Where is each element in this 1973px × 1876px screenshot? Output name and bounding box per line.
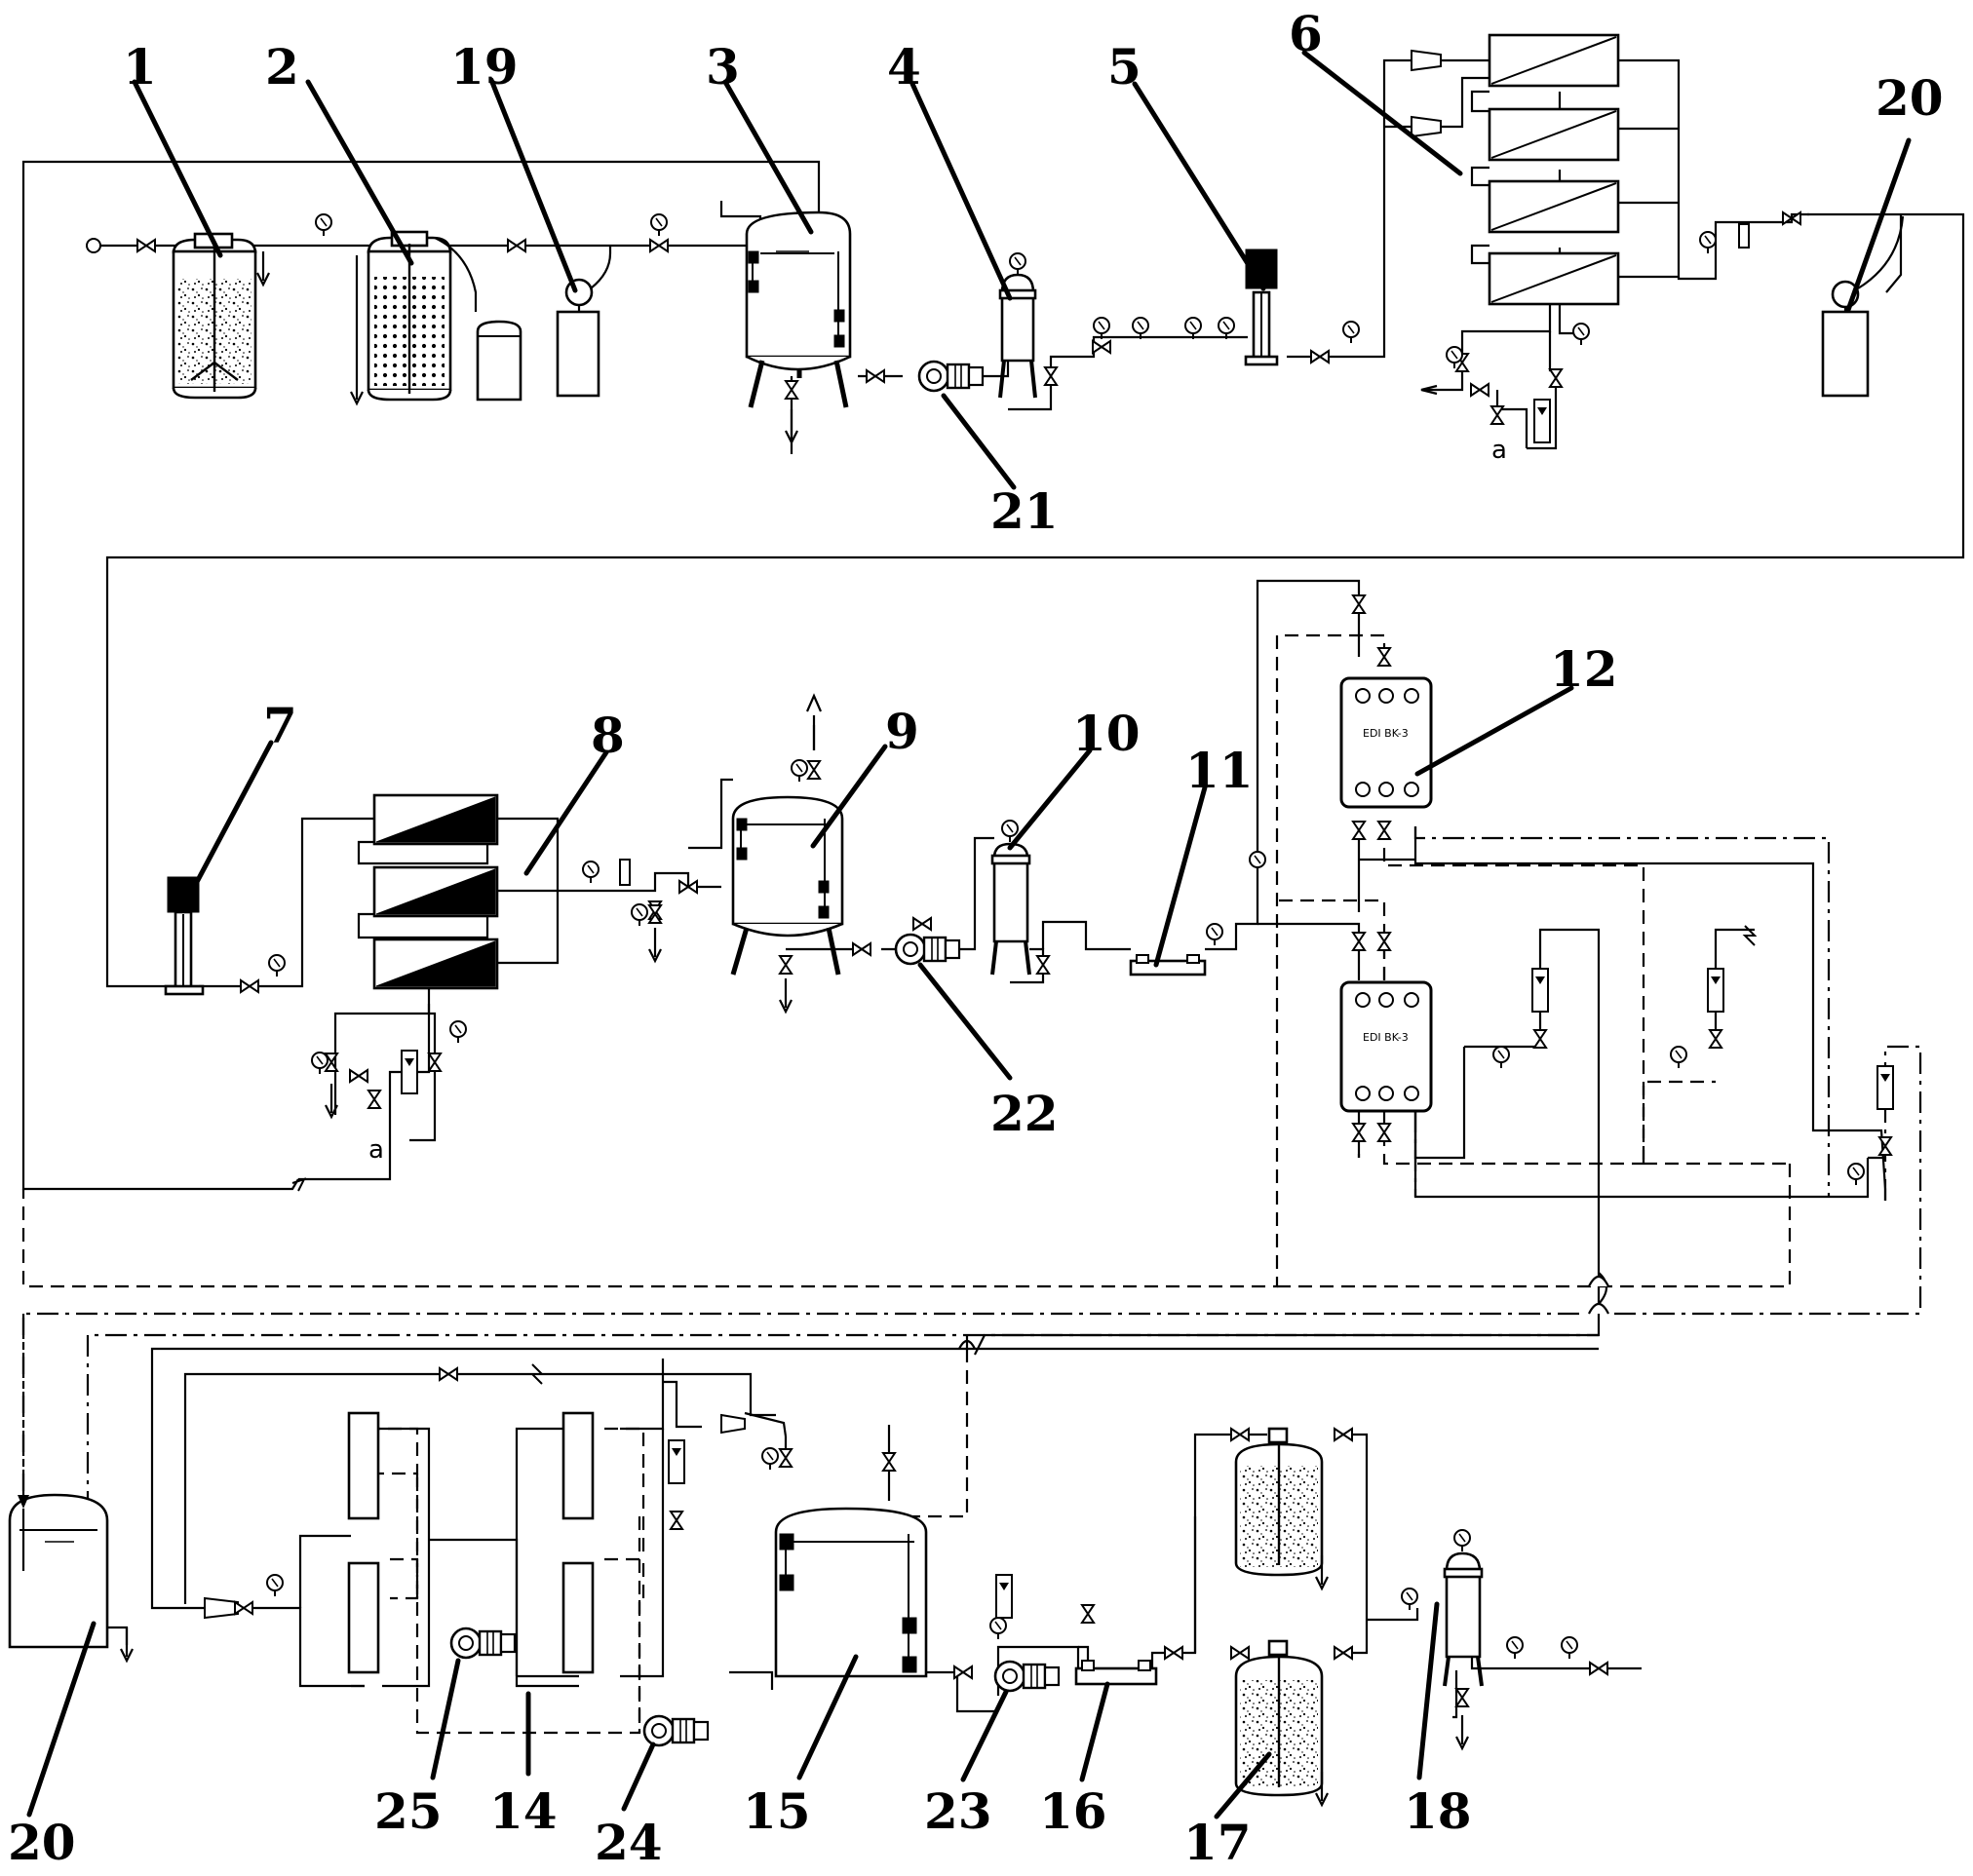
row2-pipes — [199, 579, 1887, 1356]
ro-unit-6 — [1411, 33, 1620, 443]
softener-tank-1 — [172, 232, 271, 400]
high-pressure-pump-5 — [1244, 249, 1279, 366]
label-a-mid: a — [368, 1135, 384, 1165]
label-24: 24 — [595, 1814, 663, 1871]
edi-stack-12-upper: EDI BK-3 — [1339, 676, 1433, 809]
label-5: 5 — [1107, 38, 1141, 96]
label-22: 22 — [990, 1085, 1059, 1142]
label-14: 14 — [489, 1782, 558, 1840]
storage-tank-20-lower — [8, 1493, 135, 1663]
label-17: 17 — [1183, 1814, 1252, 1871]
pump-21 — [917, 360, 985, 393]
cartridge-filter-10 — [990, 820, 1031, 976]
label-20-top: 20 — [1876, 69, 1944, 127]
row2-dashed-lines — [21, 633, 1922, 1579]
polishing-tank-17-upper — [1234, 1427, 1330, 1590]
label-16: 16 — [1039, 1782, 1107, 1840]
label-15: 15 — [743, 1782, 811, 1840]
label-20-bottom: 20 — [8, 1814, 76, 1871]
label-8: 8 — [591, 707, 625, 764]
label-6: 6 — [1289, 5, 1323, 62]
leader-lines — [26, 50, 1912, 1819]
uv-sterilizer-16 — [1074, 1660, 1158, 1686]
softener-tank-2 — [349, 230, 522, 405]
label-1: 1 — [123, 38, 157, 96]
row2-fittings — [240, 594, 1894, 1192]
label-25: 25 — [374, 1782, 443, 1840]
edi-stack-12-lower: EDI BK-3 — [1339, 980, 1433, 1113]
pump-23 — [993, 1660, 1061, 1693]
label-4: 4 — [887, 38, 921, 96]
label-18: 18 — [1404, 1782, 1472, 1840]
label-2: 2 — [265, 38, 299, 96]
row1-pipes — [21, 58, 1965, 1191]
row1-fittings — [86, 211, 1801, 444]
product-tank-20-upper — [1821, 215, 1905, 398]
high-pressure-pump-7 — [164, 876, 205, 996]
uf-membrane-bank-25 — [347, 1411, 380, 1674]
pump-24 — [642, 1714, 710, 1747]
label-12: 12 — [1550, 640, 1618, 698]
pump-25 — [449, 1627, 517, 1660]
uf-membrane-bank-14 — [561, 1411, 595, 1674]
label-7: 7 — [263, 697, 297, 754]
row3-fittings — [204, 1363, 1608, 1750]
label-10: 10 — [1072, 705, 1141, 762]
polishing-tank-17-lower — [1234, 1639, 1330, 1807]
label-11: 11 — [1185, 742, 1254, 799]
ro-unit-8 — [372, 793, 499, 1094]
pretreatment-tank-3 — [745, 211, 852, 408]
intermediate-tank-9 — [730, 795, 844, 976]
label-a-top: a — [1491, 436, 1507, 465]
row3-pipes — [94, 1347, 1642, 1719]
uv-sterilizer-11 — [1129, 923, 1223, 976]
cartridge-filter-18 — [1443, 1529, 1484, 1687]
pump-22 — [894, 933, 961, 966]
pipe-crossovers — [958, 1272, 1609, 1350]
number-labels: 1 2 19 3 4 5 6 20 21 7 8 9 10 11 12 22 2… — [8, 5, 1944, 1871]
label-19: 19 — [450, 38, 519, 96]
label-3: 3 — [706, 38, 740, 96]
label-9: 9 — [885, 703, 919, 760]
stack-label-upper: EDI BK-3 — [1363, 727, 1409, 740]
label-21: 21 — [990, 482, 1059, 540]
storage-tank-15 — [774, 1507, 928, 1678]
stack-label-lower: EDI BK-3 — [1363, 1031, 1409, 1044]
label-23: 23 — [924, 1782, 992, 1840]
